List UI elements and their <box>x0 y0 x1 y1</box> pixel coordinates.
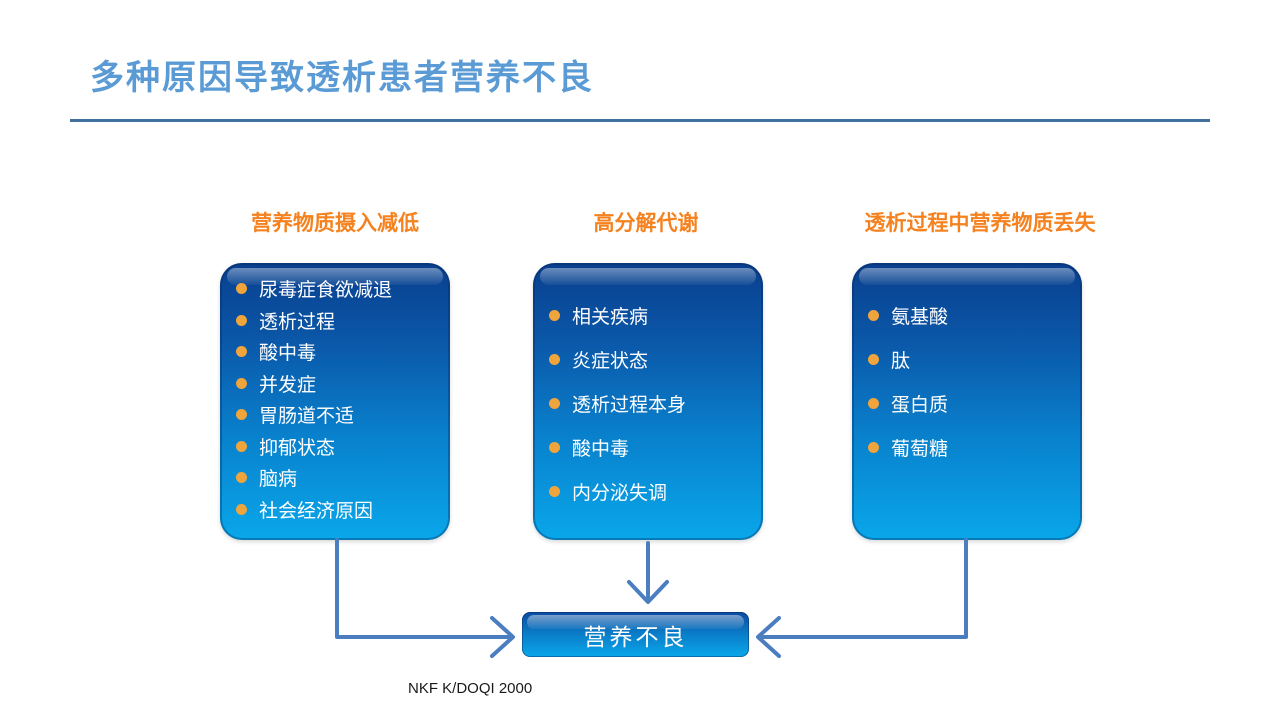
column-header-reduced-intake: 营养物质摄入减低 <box>251 212 419 235</box>
list-item: 透析过程本身 <box>549 381 755 425</box>
list-item: 炎症状态 <box>549 337 755 381</box>
list-item: 尿毒症食欲减退 <box>236 273 442 305</box>
list-item: 肽 <box>868 337 1074 381</box>
list-item: 抑郁状态 <box>236 431 442 463</box>
list-item: 脑病 <box>236 462 442 494</box>
bullet-icon <box>549 441 560 453</box>
list-item: 酸中毒 <box>549 425 755 469</box>
list-item: 酸中毒 <box>236 336 442 368</box>
list-item-label: 胃肠道不适 <box>259 406 355 428</box>
bullet-icon <box>236 440 247 452</box>
bullet-icon <box>236 503 247 515</box>
list-item-label: 尿毒症食欲减退 <box>259 280 393 302</box>
list-item-label: 葡萄糖 <box>891 438 949 460</box>
list-item-label: 酸中毒 <box>572 438 630 460</box>
list-item: 氨基酸 <box>868 293 1074 337</box>
list-item-label: 酸中毒 <box>259 343 317 365</box>
list-item-label: 透析过程 <box>259 311 336 333</box>
list-item: 社会经济原因 <box>236 494 442 526</box>
result-box-label: 营养不良 <box>583 623 688 650</box>
bullet-icon <box>549 485 560 497</box>
left-arrowhead-icon <box>756 616 781 658</box>
list-item: 相关疾病 <box>549 293 755 337</box>
bullet-icon <box>236 377 247 389</box>
bullet-icon <box>549 397 560 409</box>
list-item-label: 蛋白质 <box>891 394 949 416</box>
list-item-label: 相关疾病 <box>572 306 649 328</box>
column-header-hypercatabolism: 高分解代谢 <box>593 212 699 235</box>
bullet-icon <box>236 409 247 421</box>
bullet-icon <box>549 309 560 321</box>
list-item-label: 抑郁状态 <box>259 437 336 459</box>
bullet-icon <box>868 441 879 453</box>
title-divider <box>70 119 1210 122</box>
source-citation: NKF K/DOQI 2000 <box>408 680 533 697</box>
bullet-icon <box>236 472 247 484</box>
panel-reduced-intake: 尿毒症食欲减退 透析过程 酸中毒 并发症 胃肠道不适 抑郁状态 脑病 社会经济原… <box>220 263 450 540</box>
right-elbow-connector <box>759 538 968 639</box>
bullet-icon <box>236 314 247 326</box>
list-item-label: 氨基酸 <box>891 306 949 328</box>
list-item: 并发症 <box>236 368 442 400</box>
list-item-label: 并发症 <box>259 374 317 396</box>
list-item-label: 脑病 <box>259 469 298 491</box>
slide-title: 多种原因导致透析患者营养不良 <box>90 59 594 97</box>
reduced-intake-list: 尿毒症食欲减退 透析过程 酸中毒 并发症 胃肠道不适 抑郁状态 脑病 社会经济原… <box>220 263 450 525</box>
result-box-malnutrition: 营养不良 <box>522 612 749 657</box>
list-item: 内分泌失调 <box>549 469 755 513</box>
list-item-label: 社会经济原因 <box>259 500 374 522</box>
bullet-icon <box>868 397 879 409</box>
bullet-icon <box>236 346 247 358</box>
column-header-dialysis-loss: 透析过程中营养物质丢失 <box>864 212 1096 235</box>
bullet-icon <box>236 283 247 295</box>
down-arrowhead-icon <box>627 580 669 604</box>
dialysis-loss-list: 氨基酸 肽 蛋白质 葡萄糖 <box>852 263 1082 469</box>
bullet-icon <box>868 309 879 321</box>
list-item: 胃肠道不适 <box>236 399 442 431</box>
right-arrowhead-icon <box>490 616 515 658</box>
hypercatabolism-list: 相关疾病 炎症状态 透析过程本身 酸中毒 内分泌失调 <box>533 263 763 513</box>
list-item: 蛋白质 <box>868 381 1074 425</box>
panel-dialysis-loss: 氨基酸 肽 蛋白质 葡萄糖 <box>852 263 1082 540</box>
list-item-label: 肽 <box>891 350 911 372</box>
bullet-icon <box>549 353 560 365</box>
list-item: 透析过程 <box>236 305 442 337</box>
list-item: 葡萄糖 <box>868 425 1074 469</box>
panel-hypercatabolism: 相关疾病 炎症状态 透析过程本身 酸中毒 内分泌失调 <box>533 263 763 540</box>
list-item-label: 透析过程本身 <box>572 394 687 416</box>
list-item-label: 内分泌失调 <box>572 482 668 504</box>
left-elbow-connector <box>335 538 512 639</box>
list-item-label: 炎症状态 <box>572 350 649 372</box>
bullet-icon <box>868 353 879 365</box>
